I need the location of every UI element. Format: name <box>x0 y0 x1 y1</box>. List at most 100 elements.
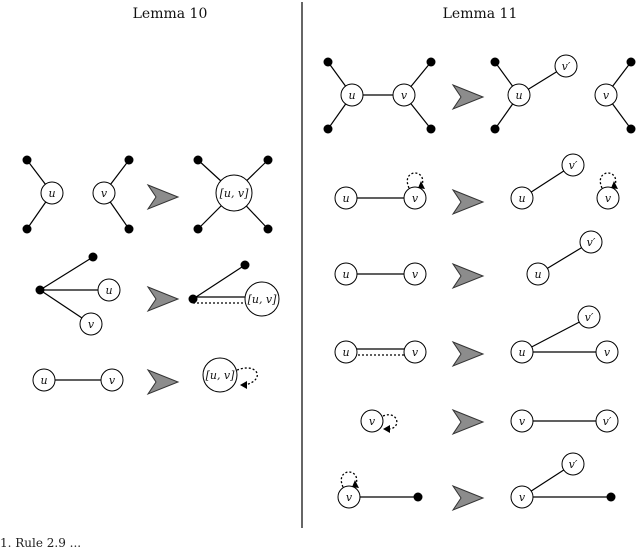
node-v-label: v <box>88 318 95 331</box>
node-u-label: u <box>40 374 47 387</box>
node-u <box>334 186 358 210</box>
node-vprime-label: v′ <box>585 311 594 324</box>
node-v <box>403 186 427 210</box>
node-vprime-label: v′ <box>587 236 596 249</box>
node-uv <box>215 174 253 212</box>
terminal-node <box>193 224 203 234</box>
terminal-node <box>426 124 436 134</box>
node-u <box>97 278 121 302</box>
terminal-node <box>240 260 250 270</box>
node-u-label: u <box>105 284 112 297</box>
l11-row3-after: u v′ <box>526 230 603 286</box>
node-v-label: v <box>519 415 526 428</box>
node-v-label: v <box>346 491 353 504</box>
l11-row6-after: v v′ <box>510 452 616 509</box>
node-vprime-label: v′ <box>569 458 578 471</box>
node-uv-label: [u, v] <box>206 369 236 382</box>
node-uv <box>202 357 238 393</box>
node-v <box>510 485 534 509</box>
terminal-node <box>35 285 45 295</box>
terminal-node <box>193 155 203 165</box>
l11-row2-after: u v′ v <box>510 153 620 210</box>
l10-row2-before: u v <box>35 252 121 336</box>
terminal-node <box>490 57 500 67</box>
l11-row1-after: u v′ v <box>490 54 636 134</box>
node-uv-label: [u, v] <box>248 293 278 306</box>
node-v <box>100 368 124 392</box>
l10-row3-after: [u, v] <box>202 357 258 393</box>
node-v <box>79 312 103 336</box>
node-vprime-label: v′ <box>562 60 571 73</box>
node-vprime <box>579 230 603 254</box>
left-panel-title: Lemma 10 <box>132 6 208 22</box>
l11-row4-after: u v′ v <box>510 305 619 364</box>
node-u <box>334 262 358 286</box>
node-vprime-label: v′ <box>603 415 612 428</box>
l11-row3-before: u v <box>334 262 427 286</box>
l10-row3-before: u v <box>32 368 124 392</box>
transform-arrow <box>146 368 180 396</box>
transform-arrow <box>146 183 180 211</box>
node-u <box>32 368 56 392</box>
terminal-node <box>490 124 500 134</box>
l10-row1-before: u v <box>22 155 134 234</box>
terminal-node <box>22 224 32 234</box>
terminal-node <box>124 224 134 234</box>
node-u <box>510 340 534 364</box>
terminal-node <box>626 124 636 134</box>
node-u <box>507 83 531 107</box>
self-loop <box>340 471 358 488</box>
self-loop <box>406 172 424 189</box>
caption-fragment: 1. Rule 2.9 ... <box>0 536 82 550</box>
terminal-node <box>323 57 333 67</box>
node-vprime-label: v′ <box>569 159 578 172</box>
self-loop <box>236 367 258 386</box>
node-u-label: u <box>342 346 349 359</box>
transform-arrow <box>451 83 485 111</box>
node-u-label: u <box>534 268 541 281</box>
node-v-label: v <box>401 89 408 102</box>
l11-row6-before: v <box>337 471 423 509</box>
node-v <box>510 409 534 433</box>
node-v-label: v <box>412 192 419 205</box>
l11-row5-before: v <box>360 409 398 433</box>
node-vprime <box>595 409 619 433</box>
terminal-node <box>263 224 273 234</box>
node-vprime <box>561 153 585 177</box>
node-vprime <box>554 54 578 78</box>
node-u <box>510 186 534 210</box>
right-panel-title: Lemma 11 <box>442 6 518 22</box>
node-uv <box>244 281 280 317</box>
self-loop <box>599 172 617 189</box>
node-v <box>594 83 618 107</box>
node-u-label: u <box>348 89 355 102</box>
node-u-label: u <box>518 192 525 205</box>
node-vprime <box>561 452 585 476</box>
node-u-label: u <box>518 346 525 359</box>
node-u-label: u <box>342 268 349 281</box>
terminal-node <box>22 155 32 165</box>
terminal-node <box>263 155 273 165</box>
node-v <box>403 340 427 364</box>
node-v <box>337 485 361 509</box>
transform-arrow <box>146 285 180 313</box>
node-v-label: v <box>101 187 108 200</box>
node-u-label: u <box>48 187 55 200</box>
l10-row2-after: [u, v] <box>188 260 280 317</box>
transform-arrow <box>451 408 485 436</box>
l11-row2-before: u v <box>334 172 427 210</box>
transform-arrow <box>451 262 485 290</box>
node-v <box>403 262 427 286</box>
node-v-label: v <box>604 346 611 359</box>
terminal-node <box>626 57 636 67</box>
node-u <box>334 340 358 364</box>
node-u <box>40 181 64 205</box>
node-v-label: v <box>603 89 610 102</box>
node-v <box>392 83 416 107</box>
transform-arrow <box>451 484 485 512</box>
node-v-label: v <box>605 192 612 205</box>
node-v <box>92 181 116 205</box>
node-u <box>526 262 550 286</box>
terminal-node <box>124 155 134 165</box>
